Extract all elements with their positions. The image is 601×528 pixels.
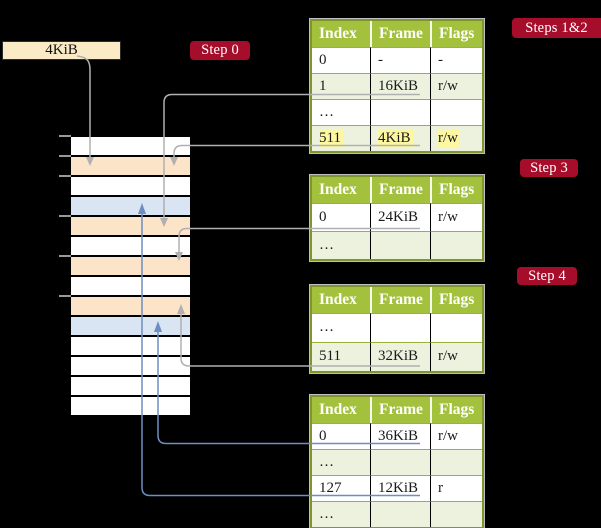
table-row: …: [312, 99, 482, 125]
table-row: …: [312, 231, 482, 259]
table-row: 0 36KiB r/w: [312, 423, 482, 449]
column-header: Frame: [370, 287, 430, 313]
column-header: Frame: [370, 397, 430, 423]
column-header: Frame: [370, 21, 430, 47]
memory-frame-row: [71, 237, 190, 257]
cell-flags: r/w: [438, 77, 458, 94]
memory-frame-row: [71, 177, 190, 197]
table-row: 1 16KiB r/w: [312, 73, 482, 99]
column-header: Flags: [430, 287, 482, 313]
stack-tick: [59, 255, 71, 257]
cell-flags: r/w: [438, 208, 458, 225]
cell-index: …: [319, 453, 334, 470]
badge-step-0: Step 0: [190, 41, 250, 60]
column-header: Index: [312, 177, 370, 203]
table-header-row: Index Frame Flags: [312, 21, 482, 47]
badge-step-0-label: Step 0: [201, 42, 239, 58]
cell-flags: [438, 331, 440, 332]
table-row: …: [312, 313, 482, 342]
badge-steps-1-2-label: Steps 1&2: [525, 19, 588, 36]
table-row: 511 32KiB r/w: [312, 342, 482, 371]
column-header: Index: [312, 397, 370, 423]
page-table-level-2: Index Frame Flags … 511 32KiB r/w: [310, 285, 484, 373]
memory-frame-row: [71, 277, 190, 297]
table-row: …: [312, 449, 482, 475]
memory-frame-row: [71, 317, 190, 337]
cell-frame: [378, 331, 380, 332]
table-row: 0 - -: [312, 47, 482, 73]
memory-frame-row: [71, 357, 190, 377]
cell-index: 0: [319, 208, 327, 225]
table-header-row: Index Frame Flags: [312, 287, 482, 313]
cell-index: 0: [319, 51, 327, 68]
cell-frame: [378, 517, 380, 518]
cell-flags: r/w: [438, 427, 458, 444]
cell-index: 511: [319, 129, 343, 148]
cell-flags: -: [438, 51, 443, 68]
cell-index: 0: [319, 427, 327, 444]
frame-size-label: 4KiB: [45, 42, 78, 58]
cell-flags: r/w: [438, 129, 460, 148]
cell-flags: [438, 248, 440, 249]
stack-tick: [59, 295, 71, 297]
cell-index: 511: [319, 348, 341, 364]
cell-frame: 32KiB: [378, 348, 419, 364]
column-header: Flags: [430, 177, 482, 203]
cell-flags: r/w: [438, 348, 458, 364]
cell-index: …: [319, 319, 334, 335]
memory-frame-row: [71, 377, 190, 397]
badge-step-4: Step 4: [517, 267, 577, 285]
stack-tick: [59, 155, 71, 157]
memory-frame-row: [71, 197, 190, 217]
memory-frame-row: [71, 157, 190, 177]
memory-frame-row: [71, 337, 190, 357]
table-row: …: [312, 501, 482, 527]
memory-frame-row: [71, 217, 190, 237]
cell-flags: [438, 115, 440, 116]
badge-steps-1-2: Steps 1&2: [512, 18, 601, 38]
cell-index: …: [319, 236, 334, 253]
cell-frame: [378, 465, 380, 466]
cell-frame: 16KiB: [378, 77, 419, 94]
cell-frame: [378, 248, 380, 249]
memory-frame-row: [71, 297, 190, 317]
badge-step-3: Step 3: [520, 159, 578, 177]
physical-memory-stack: [71, 136, 190, 417]
table-header-row: Index Frame Flags: [312, 397, 482, 423]
stack-tick: [59, 175, 71, 177]
cell-index: …: [319, 103, 334, 120]
cell-index: …: [319, 505, 334, 522]
badge-step-4-label: Step 4: [528, 267, 566, 284]
stack-tick: [59, 215, 71, 217]
cell-frame: 12KiB: [378, 479, 419, 496]
cell-flags: [438, 465, 440, 466]
table-row: 127 12KiB r: [312, 475, 482, 501]
cell-index: 1: [319, 77, 327, 94]
page-table-level-1: Index Frame Flags 0 36KiB r/w … 127 12Ki…: [310, 395, 484, 528]
table-header-row: Index Frame Flags: [312, 177, 482, 203]
cell-frame: [378, 115, 380, 116]
column-header: Index: [312, 287, 370, 313]
column-header: Flags: [430, 21, 482, 47]
table-row-highlighted: 511 4KiB r/w: [312, 125, 482, 151]
cell-frame: 24KiB: [378, 208, 419, 225]
cell-frame: -: [378, 51, 383, 68]
cell-frame: 4KiB: [378, 129, 413, 148]
column-header: Index: [312, 21, 370, 47]
cell-index: 127: [319, 479, 342, 496]
cell-flags: r: [438, 479, 443, 496]
stack-tick: [59, 135, 71, 137]
column-header: Flags: [430, 397, 482, 423]
badge-step-3-label: Step 3: [530, 159, 568, 176]
cell-flags: [438, 517, 440, 518]
cell-frame: 36KiB: [378, 427, 419, 444]
memory-frame-row: [71, 397, 190, 417]
table-row: 0 24KiB r/w: [312, 203, 482, 231]
page-table-level-4: Index Frame Flags 0 - - 1 16KiB r/w … 51…: [310, 19, 484, 153]
memory-frame-row: [71, 137, 190, 157]
memory-frame-row: [71, 257, 190, 277]
page-table-level-3: Index Frame Flags 0 24KiB r/w …: [310, 175, 484, 261]
column-header: Frame: [370, 177, 430, 203]
frame-size-box: 4KiB: [2, 41, 121, 60]
